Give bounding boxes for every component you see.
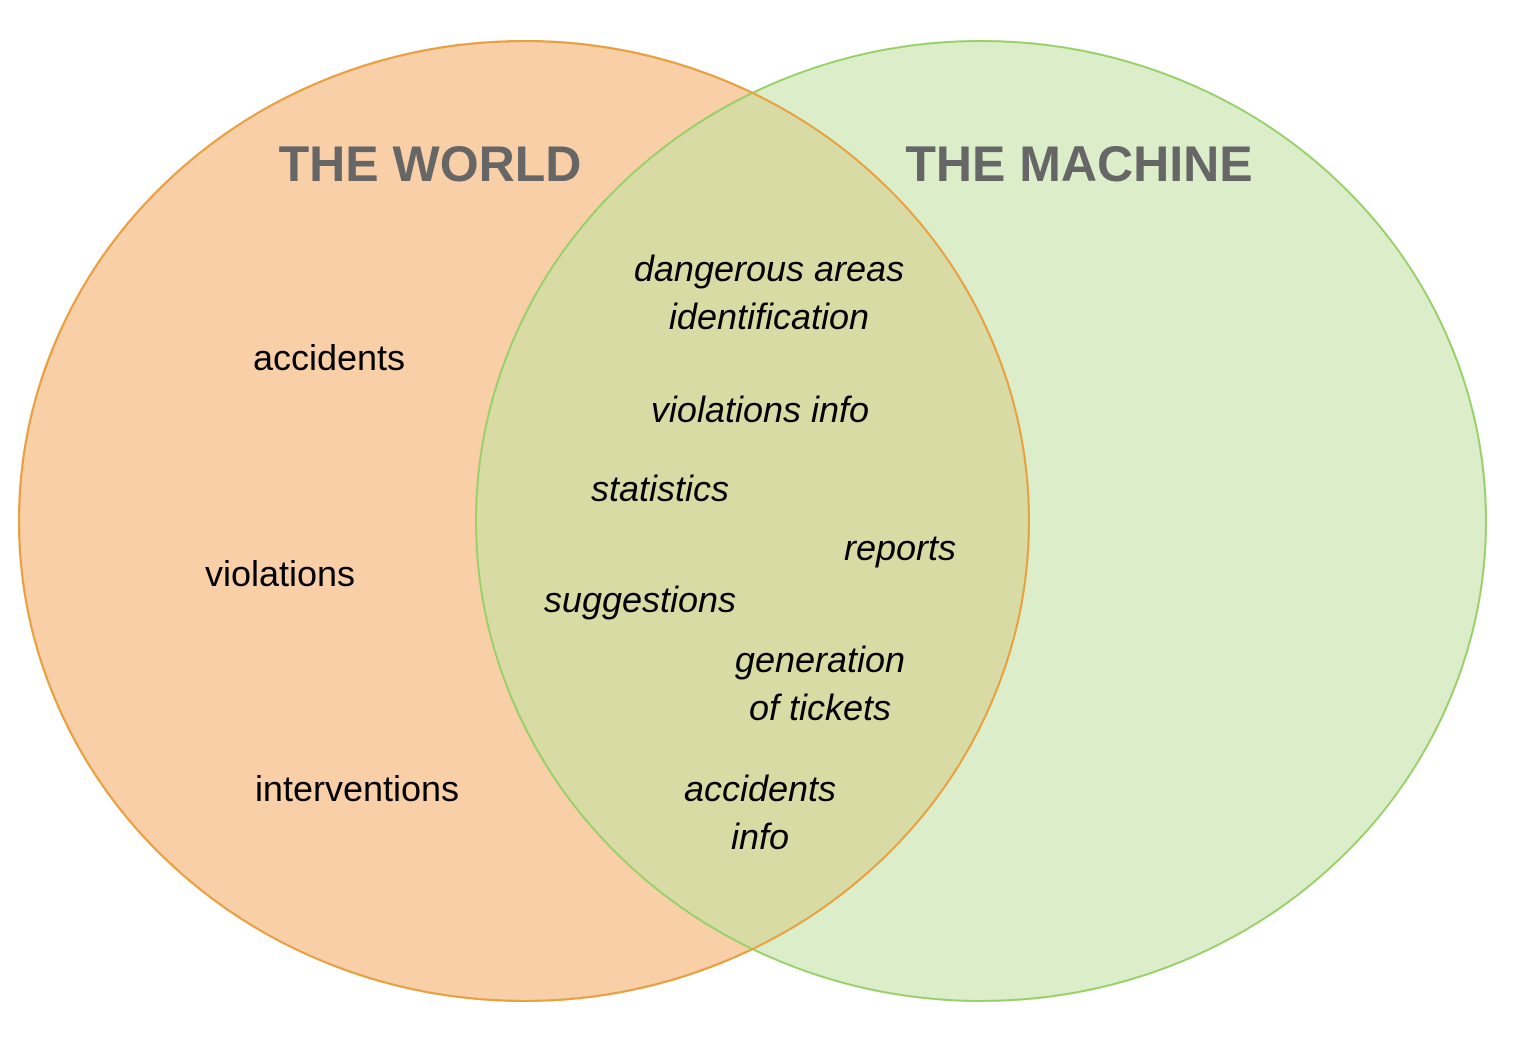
shared-item-identification: identification [669,296,869,337]
world-item-violations: violations [205,553,355,594]
world-item-accidents: accidents [253,337,405,378]
machine-circle [475,40,1487,1002]
shared-item-generation: generation [735,639,905,680]
shared-item-violations-info: violations info [651,389,869,430]
shared-item-reports: reports [844,527,956,568]
machine-title: THE MACHINE [905,136,1252,192]
shared-item-of-tickets: of tickets [749,687,891,728]
shared-item-info: info [731,816,789,857]
world-item-interventions: interventions [255,768,459,809]
world-circle-outline [18,40,1030,1002]
shared-item-statistics: statistics [591,468,729,509]
world-title: THE WORLD [279,136,582,192]
shared-item-accidents: accidents [684,768,836,809]
shared-item-suggestions: suggestions [544,579,736,620]
shared-item-dangerous-areas: dangerous areas [634,248,904,289]
